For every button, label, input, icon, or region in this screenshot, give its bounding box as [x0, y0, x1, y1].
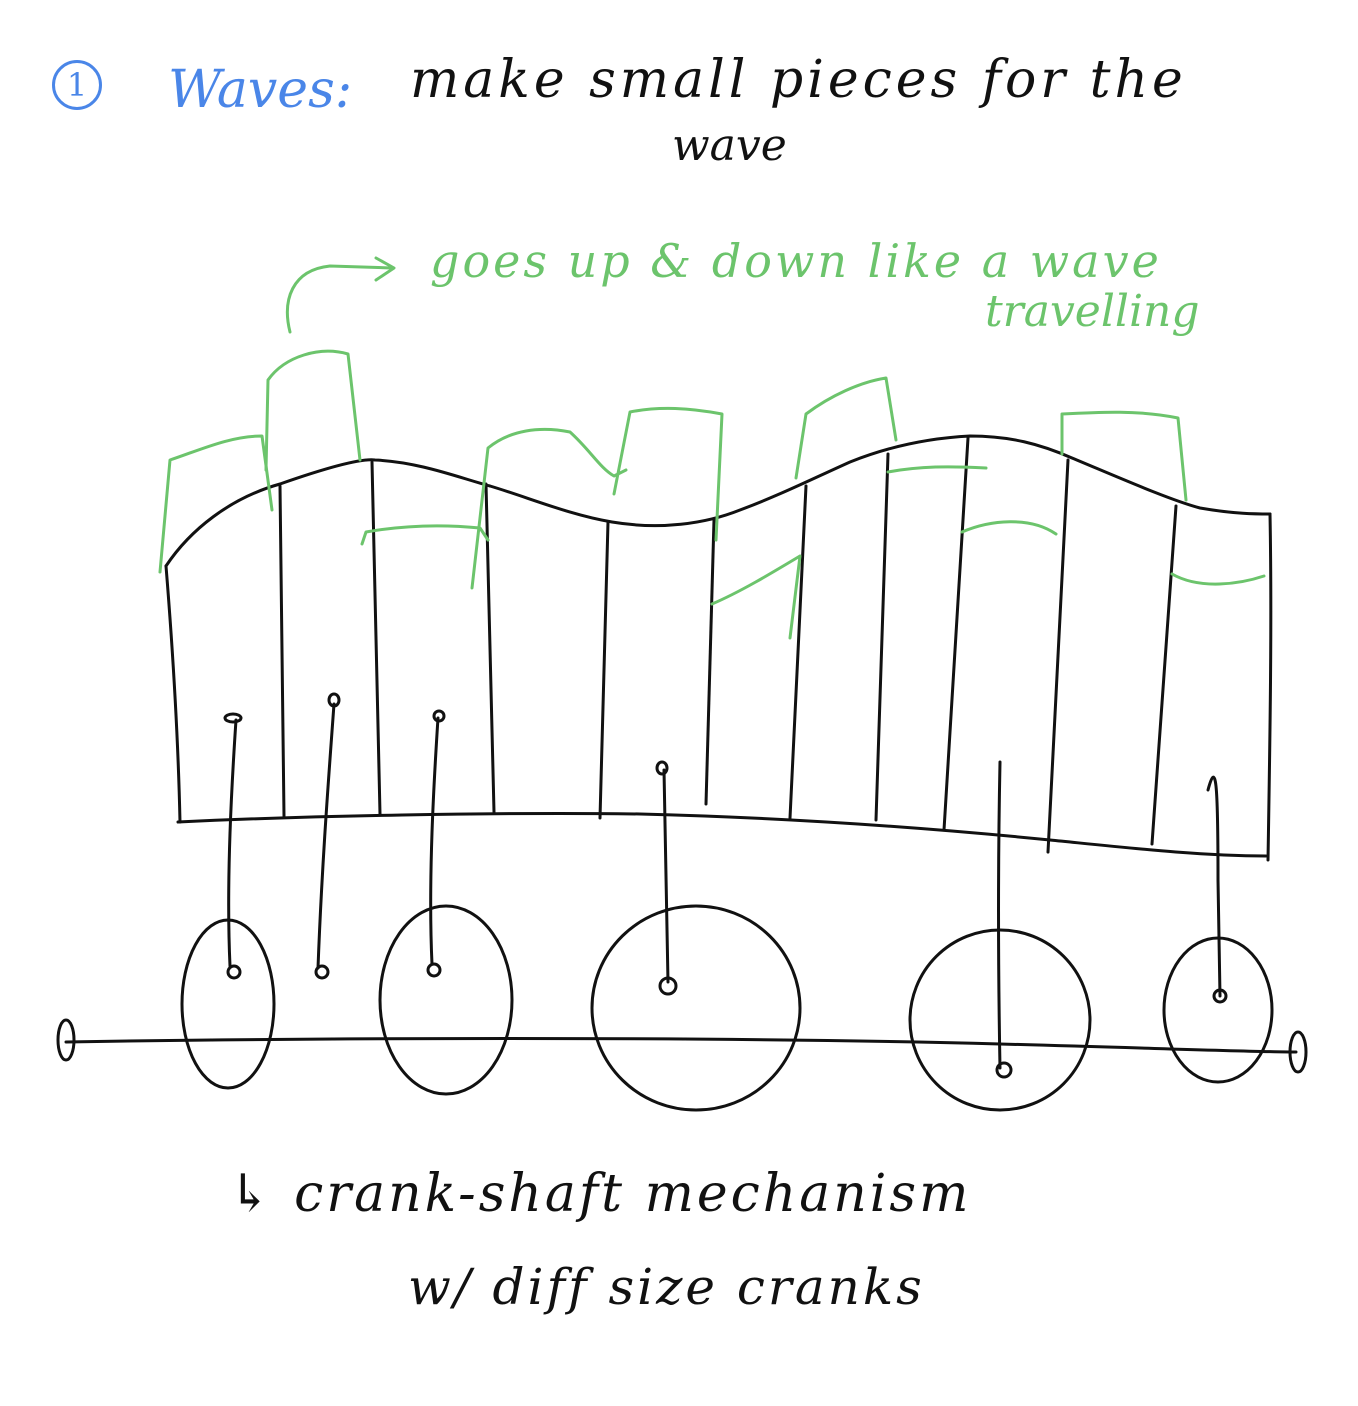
- crank-4: [908, 928, 1092, 1112]
- crank-5: [1162, 936, 1274, 1084]
- wave-piece-motion-outlines: [158, 349, 1266, 640]
- pivot-3: [432, 709, 446, 723]
- motion-outline-8: [886, 465, 988, 474]
- crank-2: [378, 904, 514, 1096]
- motion-outline-5: [612, 406, 724, 542]
- divider-7: [874, 452, 890, 822]
- motion-outline-10: [1060, 410, 1188, 502]
- rod-pivots: [223, 692, 669, 776]
- divider-2: [370, 460, 382, 816]
- crank-shaft: [64, 1037, 1298, 1054]
- rod-1: [227, 718, 238, 968]
- crank-pin-5: [995, 1061, 1013, 1079]
- wave-top-edge: [164, 434, 1272, 568]
- title-body: make small pieces for the: [410, 50, 1187, 110]
- shaft-end-right: [1288, 1030, 1308, 1074]
- shaft-end-left: [56, 1018, 76, 1062]
- rod-2: [316, 702, 336, 970]
- divider-6: [788, 484, 808, 820]
- annotation-arrow: [285, 264, 394, 334]
- wave-bottom-edge: [176, 811, 1268, 858]
- crank-pin-6: [1212, 988, 1228, 1004]
- caption-line-1: ↳ crank-shaft mechanism: [228, 1164, 972, 1224]
- divider-9: [1046, 458, 1070, 854]
- rod-5: [997, 760, 1002, 1070]
- rod-6: [1206, 775, 1222, 998]
- crank-pin-2: [314, 964, 330, 980]
- wave-left-edge: [164, 564, 182, 824]
- motion-outline-1: [158, 434, 274, 574]
- motion-outline-9: [960, 520, 1058, 536]
- crank-pin-4: [658, 976, 678, 996]
- motion-outline-11: [1170, 572, 1266, 586]
- crank-1: [180, 918, 276, 1090]
- motion-outline-2: [264, 349, 362, 472]
- connecting-rods: [227, 702, 1222, 1070]
- motion-outline-4: [470, 427, 628, 590]
- annotation-line-2: travelling: [985, 286, 1200, 337]
- annotation-arrowhead: [374, 256, 396, 282]
- wave-piece-dividers: [278, 436, 1178, 854]
- title-continuation: wave: [672, 120, 787, 171]
- divider-8: [942, 436, 970, 832]
- crank-pin-1: [226, 964, 242, 980]
- rod-4: [662, 768, 670, 984]
- rod-3: [429, 716, 440, 966]
- annotation-line-1: goes up & down like a wave: [430, 234, 1162, 288]
- step-number-circle: 1: [52, 60, 102, 110]
- motion-outline-6: [710, 554, 802, 640]
- step-number: 1: [66, 66, 88, 104]
- divider-3: [484, 482, 496, 814]
- divider-5: [704, 518, 716, 806]
- crank-3: [590, 904, 802, 1112]
- wave-right-edge: [1266, 512, 1273, 862]
- motion-outline-3: [360, 524, 490, 546]
- title-heading: Waves:: [168, 60, 353, 120]
- crank-pin-3: [426, 962, 442, 978]
- divider-1: [278, 484, 286, 818]
- divider-10: [1150, 504, 1178, 846]
- pivot-2: [327, 692, 341, 708]
- pivot-1: [223, 712, 243, 724]
- caption-line-2: w/ diff size cranks: [408, 1258, 925, 1316]
- cranks: [180, 904, 1274, 1112]
- crank-pins: [226, 962, 1228, 1079]
- divider-4: [598, 520, 610, 820]
- motion-outline-7: [794, 376, 898, 480]
- pivot-4: [655, 760, 669, 776]
